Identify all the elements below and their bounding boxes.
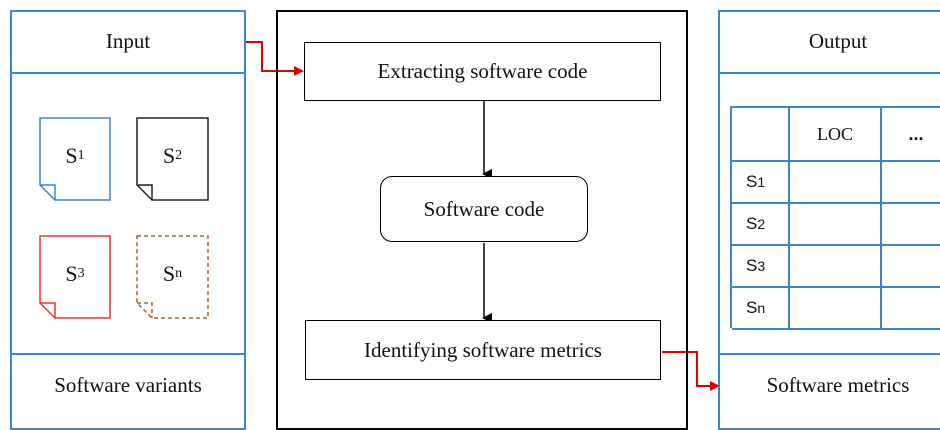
table-cell	[790, 204, 882, 246]
table-header-loc: LOC	[790, 108, 882, 162]
table-header-empty	[732, 108, 790, 162]
table-cell	[790, 162, 882, 204]
identify-to-output-connector	[662, 351, 720, 391]
document-icon-sn	[136, 235, 209, 319]
table-header-more: ...	[882, 108, 940, 162]
diagram-graphics	[39, 41, 720, 391]
document-icon-s2	[136, 117, 209, 201]
input-panel-title: Input	[10, 10, 246, 74]
output-panel-title: Output	[718, 10, 940, 74]
table-cell	[882, 288, 940, 330]
document-icon-s3	[39, 235, 111, 319]
identifying-metrics-step: Identifying software metrics	[305, 320, 661, 380]
extracting-code-step: Extracting software code	[304, 42, 661, 101]
software-code-step: Software code	[380, 176, 588, 242]
table-cell	[790, 246, 882, 288]
input-panel-footer: Software variants	[10, 353, 246, 415]
output-panel-footer: Software metrics	[718, 353, 940, 415]
input-to-extract-connector	[245, 41, 304, 76]
document-icon-s1	[39, 117, 111, 201]
table-cell	[790, 288, 882, 330]
table-cell	[882, 162, 940, 204]
table-cell	[882, 246, 940, 288]
table-cell	[882, 204, 940, 246]
